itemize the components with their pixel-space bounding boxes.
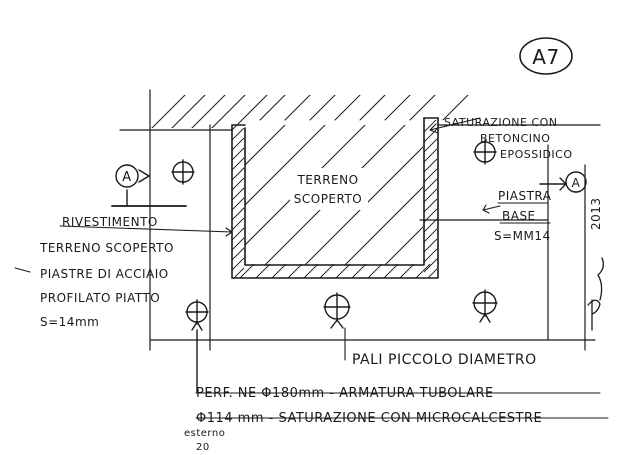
right-top-note: SATURAZIONE CON BETONCINO EPOSSIDICO (444, 116, 573, 161)
sheet-tag: A7 (519, 37, 573, 75)
base-plate-note: PIASTRA BASE S=MM14 (494, 189, 552, 243)
sheet-tag-label: A7 (532, 45, 559, 69)
svg-text:20: 20 (196, 442, 210, 453)
section-marker-left: A (111, 164, 187, 207)
pile-symbol-bottom-right (472, 289, 498, 323)
pile-symbol-bottom-center (323, 292, 351, 329)
signature-year: 2013 (589, 197, 603, 230)
svg-text:Φ114 mm - SATURAZIONE CON MICR: Φ114 mm - SATURAZIONE CON MICROCALCESTRE (196, 411, 542, 426)
bottom-note: PERF. NE Φ180mm - ARMATURA TUBOLARE Φ114… (184, 386, 609, 453)
signature: 2013 (587, 197, 604, 331)
exposed-ground-hatching (245, 125, 423, 265)
svg-text:PROFILATO PIATTO: PROFILATO PIATTO (40, 291, 160, 305)
pile-symbol-bottom-left (185, 299, 209, 393)
svg-text:SCOPERTO: SCOPERTO (294, 192, 363, 206)
wall-hatching (232, 120, 437, 278)
pile-symbol-top-left (171, 159, 195, 185)
svg-text:S=MM14: S=MM14 (494, 229, 551, 243)
section-marker-right: A (539, 171, 587, 193)
leader-lines (14, 117, 501, 361)
pile-symbol-top-right (473, 139, 497, 165)
svg-text:EPOSSIDICO: EPOSSIDICO (500, 148, 573, 161)
svg-text:BETONCINO: BETONCINO (480, 132, 550, 145)
svg-text:SATURAZIONE CON: SATURAZIONE CON (444, 116, 558, 129)
svg-text:A: A (122, 170, 131, 185)
svg-text:esterno: esterno (184, 428, 225, 439)
small-diameter-note: PALI PICCOLO DIAMETRO (352, 352, 537, 368)
svg-text:RIVESTIMENTO: RIVESTIMENTO (62, 215, 158, 229)
svg-text:PIASTRE DI ACCIAIO: PIASTRE DI ACCIAIO (40, 267, 169, 281)
svg-text:TERRENO: TERRENO (296, 173, 358, 187)
svg-text:PALI PICCOLO DIAMETRO: PALI PICCOLO DIAMETRO (352, 352, 537, 368)
svg-text:BASE: BASE (502, 209, 536, 223)
grid-lines (119, 89, 601, 351)
svg-text:PIASTRA: PIASTRA (498, 189, 552, 203)
svg-text:TERRENO SCOPERTO: TERRENO SCOPERTO (39, 241, 174, 255)
svg-text:S=14mm: S=14mm (40, 315, 99, 329)
exposed-ground-label: TERRENO SCOPERTO (290, 168, 368, 210)
svg-text:PERF. NE Φ180mm - ARMATURA TUB: PERF. NE Φ180mm - ARMATURA TUBOLARE (196, 386, 494, 401)
soil-hatching (150, 95, 469, 131)
svg-text:A: A (572, 176, 581, 190)
left-note: RIVESTIMENTO TERRENO SCOPERTO PIASTRE DI… (39, 215, 174, 329)
